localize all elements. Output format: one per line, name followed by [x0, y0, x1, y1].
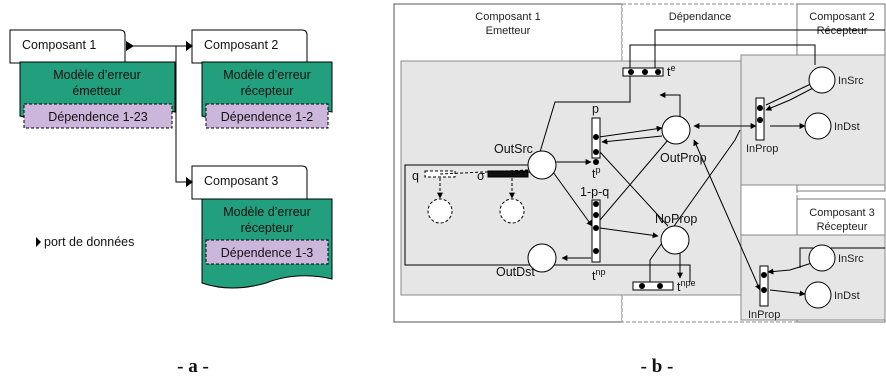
dependence-1-2-label: Dépendence 1-2 [221, 110, 313, 124]
label-q: q [412, 169, 419, 183]
caption-a: - a - [177, 356, 209, 377]
label-sigma: σ [477, 169, 485, 183]
inhibitor-dots [593, 69, 767, 293]
emitter-model-line2: émetteur [72, 84, 121, 98]
label-tp: tp [592, 165, 601, 181]
petri-arcs [404, 29, 885, 297]
place-indst-2 [804, 112, 832, 140]
emitter-model-line1: Modèle d’erreur [53, 68, 141, 82]
col-emitter-title1: Composant 1 [475, 11, 540, 23]
port-legend-icon [36, 237, 41, 247]
label-1-p-q: 1-p-q [580, 185, 609, 199]
component-3-label: Composant 3 [204, 174, 278, 188]
col-receiver2-title2: Récepteur [817, 25, 868, 37]
dependence-1-23-label: Dépendence 1-23 [48, 110, 147, 124]
receiver-model-3-line2: récepteur [241, 221, 294, 235]
grey-region-main [400, 60, 742, 296]
label-outprop: OutProp [660, 151, 707, 165]
component-2-label: Composant 2 [204, 38, 278, 52]
label-insrc-2: InSrc [838, 75, 864, 87]
place-outsrc [527, 150, 557, 180]
label-te: te [667, 63, 676, 79]
label-outsrc: OutSrc [494, 142, 533, 156]
transition-inprop-3 [759, 265, 769, 307]
transition-q [424, 170, 456, 178]
caption-b: - b - [641, 356, 674, 377]
port-legend-label: port de données [44, 235, 134, 249]
transition-sigma [487, 170, 529, 178]
place-sigma-dashed [499, 198, 525, 224]
col-emitter-title2: Emetteur [486, 25, 531, 37]
place-outdst [527, 243, 557, 273]
label-tnp: tnp [592, 267, 606, 283]
component-1-label: Composant 1 [22, 38, 96, 52]
data-port-icons [126, 41, 193, 187]
data-connections [133, 45, 186, 183]
label-inprop-3: InProp [748, 309, 780, 321]
place-insrc-2 [808, 66, 836, 94]
receiver-model-2-line2: récepteur [241, 84, 294, 98]
label-outdst: OutDst [496, 265, 535, 279]
place-insrc-3 [808, 244, 836, 272]
col-dependency-title: Dépendance [669, 11, 731, 23]
component-3-block: Composant 3 Modèle d’erreur récepteur Dé… [191, 165, 333, 289]
transition-tnpe [632, 281, 674, 291]
col-receiver2-title1: Composant 2 [809, 11, 874, 23]
label-indst-2: InDst [834, 121, 860, 133]
label-insrc-3: InSrc [838, 253, 864, 265]
col-receiver3-title2: Récepteur [817, 221, 868, 233]
label-p: p [592, 102, 599, 116]
place-indst-3 [804, 281, 832, 309]
label-tnpe: tnpe [677, 278, 696, 294]
panel-b: Composant 1 Emetteur Dépendance Composan… [393, 3, 886, 323]
receiver-model-2-line1: Modèle d’erreur [223, 68, 311, 82]
label-inprop-2: InProp [746, 143, 778, 155]
place-outprop [661, 115, 691, 145]
dashed-arcs [437, 169, 531, 199]
dependence-1-3-label: Dépendence 1-3 [221, 246, 313, 260]
component-2-block: Composant 2 Modèle d’erreur récepteur Dé… [191, 29, 333, 129]
panel-a: Composant 1 Modèle d’erreur émetteur Dép… [9, 29, 333, 289]
component-1-block: Composant 1 Modèle d’erreur émetteur Dép… [9, 29, 176, 129]
col-receiver3-title1: Composant 3 [809, 207, 874, 219]
place-noprop [660, 225, 690, 255]
label-indst-3: InDst [834, 290, 860, 302]
place-q-dashed [427, 198, 453, 224]
receiver-model-3-line1: Modèle d’erreur [223, 205, 311, 219]
label-noprop: NoProp [655, 212, 697, 226]
